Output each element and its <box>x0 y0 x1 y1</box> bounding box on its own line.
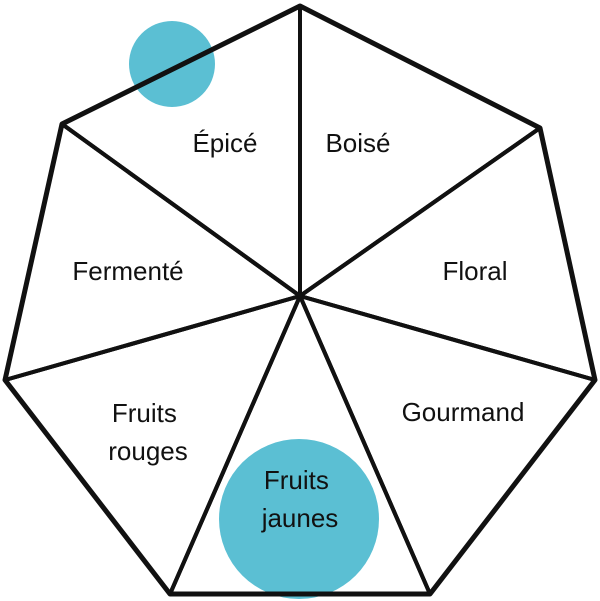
divider-line <box>168 294 302 596</box>
heptagon-outline <box>2 3 598 597</box>
divider-line <box>3 294 302 382</box>
dividers <box>3 4 597 596</box>
divider-line <box>298 126 542 298</box>
highlight-circle-epice <box>129 21 215 107</box>
divider-line <box>298 294 597 382</box>
divider-line <box>298 294 432 596</box>
divider-line <box>60 122 302 298</box>
highlight-circle-fruits-jaunes <box>219 439 379 599</box>
